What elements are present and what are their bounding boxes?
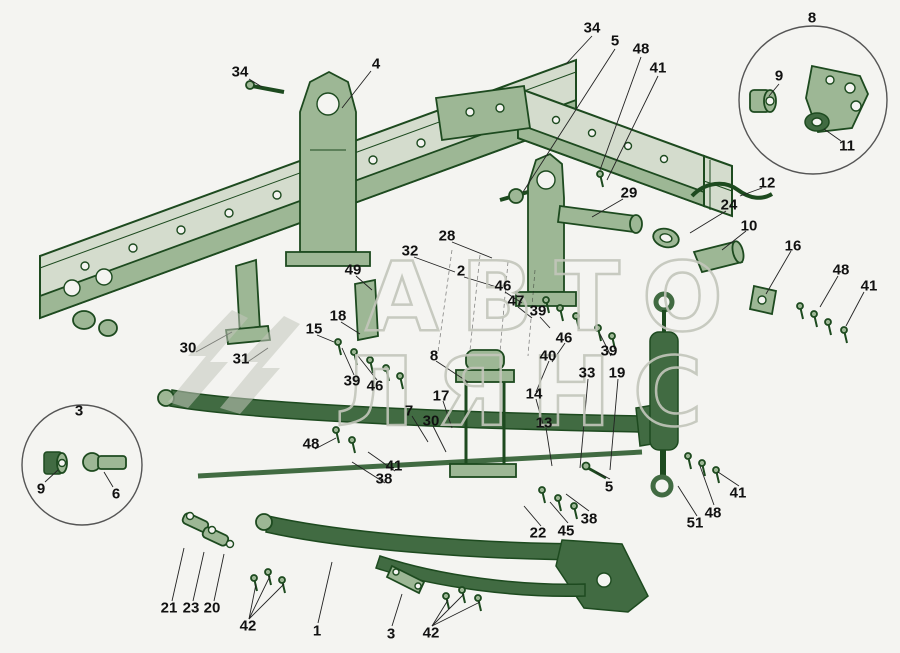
spring-seat-assembly: [449, 349, 517, 478]
rubber-bushing: [652, 227, 680, 249]
callout-48: 48: [704, 504, 722, 522]
inset-detail-top-right: [738, 25, 888, 175]
callout-49: 49: [344, 261, 362, 279]
callout-22: 22: [529, 524, 547, 542]
callout-8: 8: [807, 9, 817, 27]
callout-13: 13: [535, 414, 553, 432]
support-bracket-mid: [354, 278, 379, 342]
callout-34: 34: [583, 19, 601, 37]
callout-39: 39: [529, 302, 547, 320]
inset-detail-bottom-left: [21, 404, 143, 526]
callout-39: 39: [343, 372, 361, 390]
callout-3: 3: [74, 402, 84, 420]
callout-38: 38: [375, 470, 393, 488]
bottom-leaf: [375, 555, 586, 597]
callout-2: 2: [456, 262, 466, 280]
callout-12: 12: [758, 174, 776, 192]
callout-40: 40: [539, 347, 557, 365]
callout-46: 46: [555, 329, 573, 347]
callout-38: 38: [580, 510, 598, 528]
callout-42: 42: [239, 617, 257, 635]
callout-9: 9: [774, 67, 784, 85]
callout-41: 41: [649, 59, 667, 77]
callout-41: 41: [860, 277, 878, 295]
callout-39: 39: [600, 342, 618, 360]
front-hanger-bracket: [285, 70, 371, 267]
callout-17: 17: [432, 387, 450, 405]
inset-bushing-2: [43, 451, 68, 475]
fastener-bolts: [250, 170, 848, 612]
callout-15: 15: [305, 320, 323, 338]
watermark: АВТО ЛЯНС: [168, 242, 745, 449]
inset-bushing: [749, 89, 777, 113]
spacer-cylinder: [692, 240, 745, 274]
watermark-logo-2: [220, 316, 300, 414]
callout-10: 10: [740, 217, 758, 235]
construction-lines: [437, 249, 536, 357]
callout-33: 33: [578, 364, 596, 382]
callout-48: 48: [302, 435, 320, 453]
callout-21: 21: [160, 599, 178, 617]
callout-47: 47: [507, 292, 525, 310]
callout-32: 32: [401, 242, 419, 260]
callout-42: 42: [422, 624, 440, 642]
callout-29: 29: [620, 184, 638, 202]
watermark-logo: [168, 310, 248, 408]
callout-41: 41: [729, 484, 747, 502]
callout-23: 23: [182, 599, 200, 617]
callout-46: 46: [366, 377, 384, 395]
callout-24: 24: [720, 196, 738, 214]
equalizer-pin: [556, 204, 643, 234]
watermark-line1: АВТО: [365, 243, 745, 353]
callout-3: 3: [386, 625, 396, 643]
callout-30: 30: [422, 412, 440, 430]
callout-5: 5: [604, 478, 614, 496]
watermark-line2: ЛЯНС: [335, 338, 724, 448]
callout-7: 7: [404, 402, 414, 420]
spring-shackle: [385, 564, 426, 595]
callout-31: 31: [232, 350, 250, 368]
inset-pin: [82, 452, 127, 472]
callout-30: 30: [179, 339, 197, 357]
hanger-pin: [245, 80, 285, 94]
callout-34: 34: [231, 63, 249, 81]
callout-4: 4: [371, 55, 381, 73]
callout-14: 14: [525, 385, 543, 403]
shock-absorber: [649, 291, 679, 498]
callout-20: 20: [203, 599, 221, 617]
callout-19: 19: [608, 364, 626, 382]
callout-9: 9: [36, 480, 46, 498]
callout-5: 5: [610, 32, 620, 50]
callout-28: 28: [438, 227, 456, 245]
callout-45: 45: [557, 522, 575, 540]
shackle-links: [181, 511, 235, 549]
callout-48: 48: [832, 261, 850, 279]
callout-6: 6: [111, 485, 121, 503]
frame-rail-right: [517, 86, 733, 218]
callout-11: 11: [839, 137, 855, 155]
inset-bracket: [804, 64, 869, 133]
crossmember-plate: [434, 84, 532, 142]
callout-18: 18: [329, 307, 347, 325]
callout-48: 48: [632, 40, 650, 58]
callout-1: 1: [312, 622, 322, 640]
callout-51: 51: [686, 514, 704, 532]
callout-16: 16: [784, 237, 802, 255]
callout-8: 8: [429, 347, 439, 365]
callout-41: 41: [385, 457, 403, 475]
tie-rod: [197, 449, 643, 479]
callout-46: 46: [494, 277, 512, 295]
torque-rod: [690, 181, 774, 200]
